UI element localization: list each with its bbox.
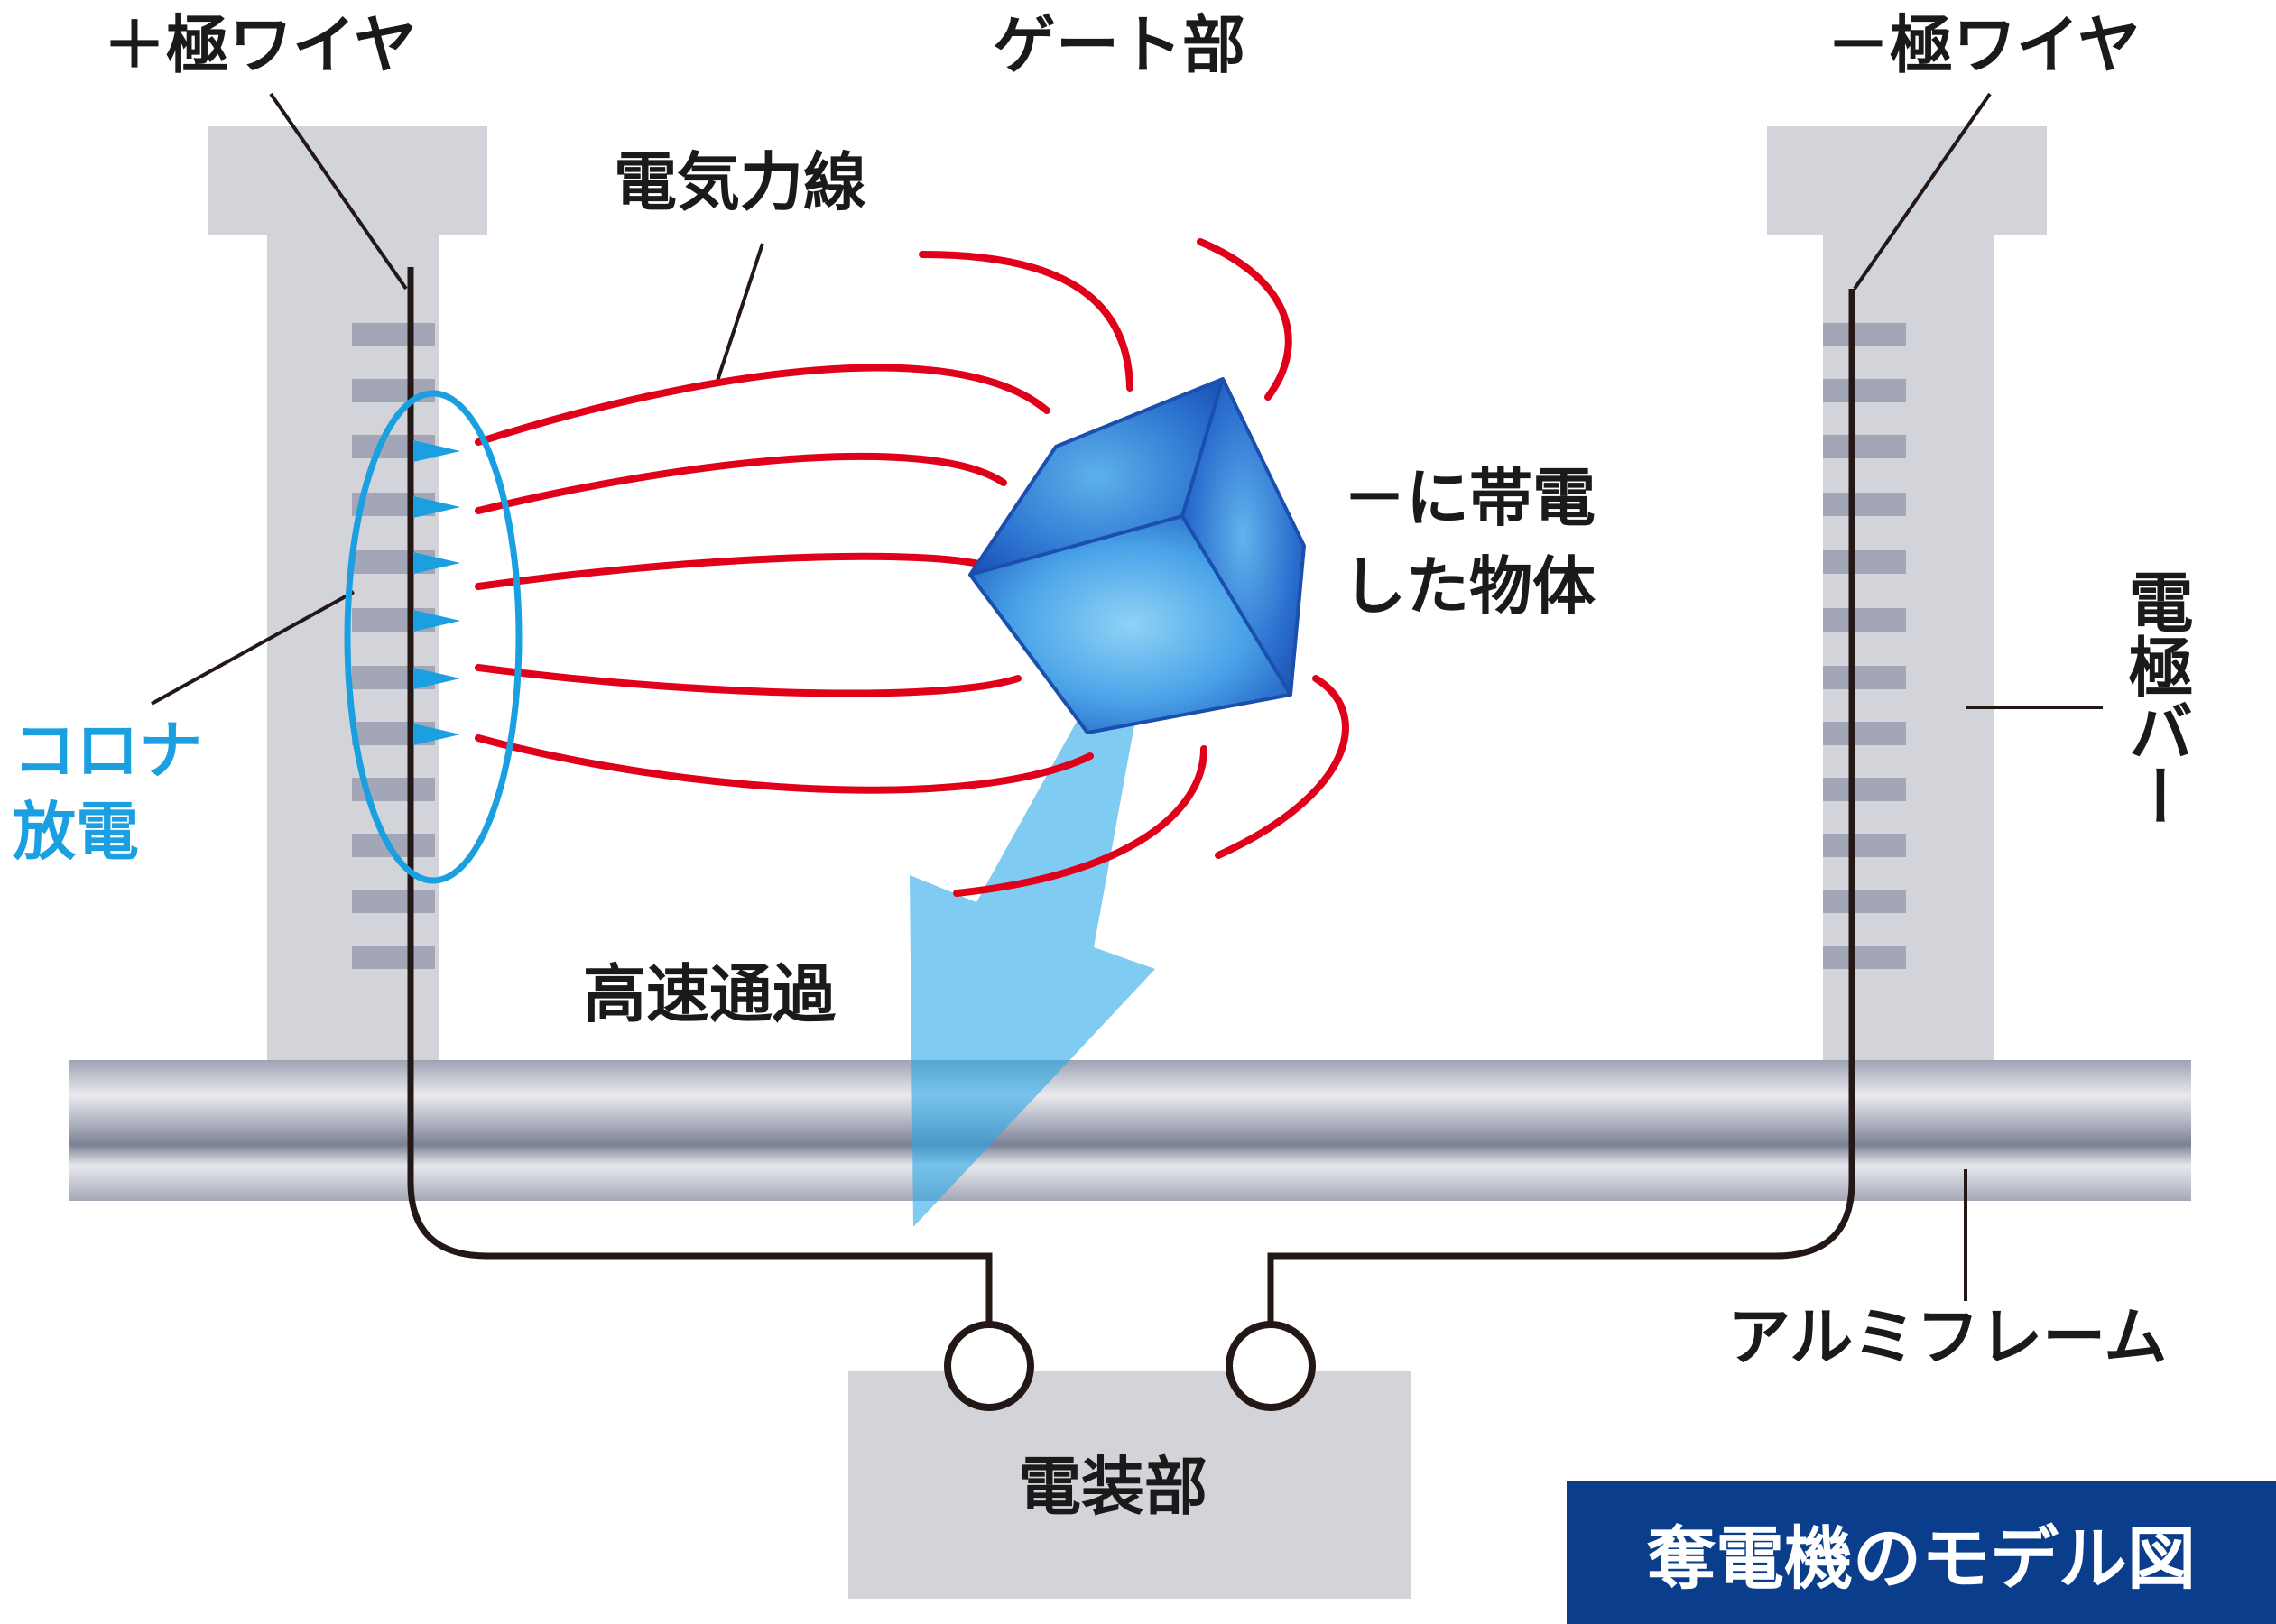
charged-object-label-line1: －に帯電 [1343,461,1596,535]
aluminum-frame-rail [69,1060,2191,1201]
minus-wire-label: －極ワイヤ [1827,8,2141,82]
charged-object-cube [968,377,1306,734]
leader-lines [151,92,2103,1301]
plus-wire-label: ＋極ワイヤ [103,8,417,82]
electrical-unit-box [848,1371,1411,1599]
gate-label: ゲート部 [993,8,1245,82]
corona-emission-markers [413,440,460,745]
positive-terminal [944,1321,1034,1411]
circuit-wires [407,267,1855,1326]
corona-label-line1: コロナ [13,714,202,788]
title-badge: 奪電機のモデル図 [1567,1481,2276,1624]
aluminum-frame-label: アルミフレーム [1727,1300,2168,1374]
corona-discharge-ellipse [344,390,523,884]
high-speed-label: 高速通過 [583,957,836,1031]
right-electrode-bar [1767,126,2047,1065]
negative-terminal [1226,1321,1316,1411]
high-speed-arrow [910,686,1155,1227]
electrical-unit-label: 電装部 [1018,1450,1207,1524]
electrode-bar-label: 電極バー [2117,568,2193,828]
charged-object-label-line2: した物体 [1343,549,1596,623]
corona-label-line2: 放電 [13,795,139,869]
electric-field-lines [475,238,1349,897]
field-lines-label: 電気力線 [614,145,866,219]
